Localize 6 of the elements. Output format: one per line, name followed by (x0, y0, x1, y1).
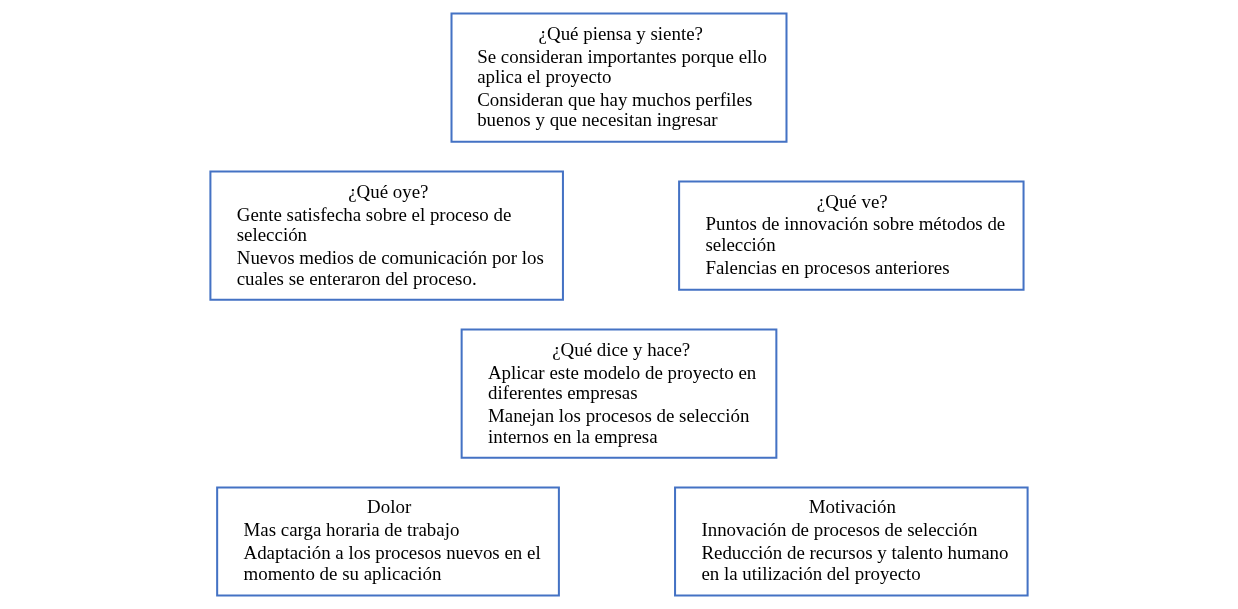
node-box: ¿Qué oye? Gente satisfecha sobre el proceso de selección Nuevos medios de comunicación por los cuales se enteraron del proceso. (209, 170, 564, 301)
node-box: ¿Qué ve? Puntos de innovación sobre métodos de selección Falencias en procesos anteriores (678, 180, 1025, 291)
node-box: ¿Qué piensa y siente? Se consideran importantes porque ello aplica el proyecto Consideran que hay muchos perfiles buenos y que necesitan ingresar (450, 12, 788, 143)
node-box: ¿Qué dice y hace? Aplicar este modelo de proyecto en diferentes empresas Manejan los procesos de selección internos en la empresa (460, 328, 778, 459)
node-box: Dolor Mas carga horaria de trabajo Adaptación a los procesos nuevos en el momento de su aplicación (216, 486, 560, 597)
node-box: Motivación Innovación de procesos de selección Reducción de recursos y talento humano en la utilización del proyecto (674, 486, 1029, 597)
